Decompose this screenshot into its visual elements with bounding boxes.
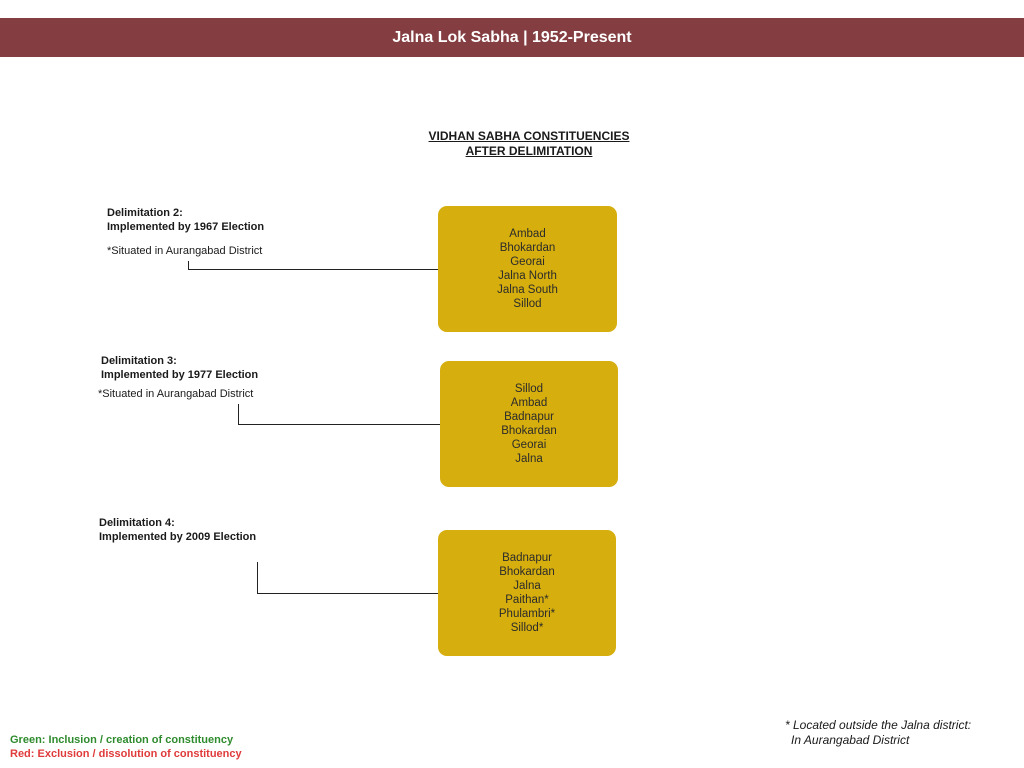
constituency-item: Jalna xyxy=(515,453,543,465)
constituency-item: Jalna xyxy=(513,580,541,592)
constituency-item: Paithan* xyxy=(505,594,549,606)
delimitation-3-label: Delimitation 3: Implemented by 1977 Elec… xyxy=(101,354,258,382)
constituency-item: Jalna North xyxy=(498,270,557,282)
constituency-item: Georai xyxy=(511,439,547,451)
constituency-item: Sillod* xyxy=(510,622,544,634)
constituency-item: Georai xyxy=(510,256,545,268)
delimitation-4-title: Delimitation 4: xyxy=(99,517,175,529)
delimitation-3-note-block: *Situated in Aurangabad District xyxy=(98,387,253,401)
legend-red-entry: Red: Exclusion / dissolution of constitu… xyxy=(10,748,242,760)
footnote-line1: * Located outside the Jalna district: xyxy=(785,718,972,732)
constituency-item: Ambad xyxy=(510,397,548,409)
delimitation-2-label: Delimitation 2: Implemented by 1967 Elec… xyxy=(107,206,264,258)
legend-green-entry: Green: Inclusion / creation of constitue… xyxy=(10,734,234,746)
page-title: Jalna Lok Sabha | 1952-Present xyxy=(0,18,1024,57)
constituency-item: Bhokardan xyxy=(501,425,557,437)
constituency-item: Bhokardan xyxy=(499,566,555,578)
delimitation-3-note: *Situated in Aurangabad District xyxy=(98,388,254,400)
footnote-line2: In Aurangabad District xyxy=(791,733,910,747)
constituency-item: Sillod xyxy=(514,383,544,395)
delimitation-2-constituency-box: Ambad Bhokardan Georai Jalna North Jalna… xyxy=(438,206,617,332)
delimitation-2-implemented: Implemented by 1967 Election xyxy=(107,221,265,233)
constituency-item: Sillod xyxy=(513,298,542,310)
delimitation-4-label: Delimitation 4: Implemented by 2009 Elec… xyxy=(99,516,256,544)
delimitation-2-connector xyxy=(188,261,439,270)
footnote: * Located outside the Jalna district: In… xyxy=(785,718,971,748)
delimitation-2-title: Delimitation 2: xyxy=(107,207,183,219)
delimitation-3-connector xyxy=(238,404,441,425)
constituency-item: Phulambri* xyxy=(498,608,556,620)
delimitation-4-connector xyxy=(257,562,439,594)
delimitation-2-note: *Situated in Aurangabad District xyxy=(107,245,263,257)
color-legend: Green: Inclusion / creation of constitue… xyxy=(10,733,242,761)
section-heading-line1: VIDHAN SABHA CONSTITUENCIES xyxy=(428,129,630,143)
delimitation-3-implemented: Implemented by 1977 Election xyxy=(101,369,259,381)
constituency-item: Badnapur xyxy=(504,411,554,423)
delimitation-3-constituency-box: Sillod Ambad Badnapur Bhokardan Georai J… xyxy=(440,361,618,487)
constituency-item: Bhokardan xyxy=(499,242,556,254)
delimitation-3-title: Delimitation 3: xyxy=(101,355,177,367)
delimitation-4-implemented: Implemented by 2009 Election xyxy=(99,531,257,543)
section-heading-line2: AFTER DELIMITATION xyxy=(465,144,593,158)
delimitation-4-constituency-box: Badnapur Bhokardan Jalna Paithan* Phulam… xyxy=(438,530,616,656)
section-heading: VIDHAN SABHA CONSTITUENCIES AFTER DELIMI… xyxy=(380,129,678,159)
constituency-item: Badnapur xyxy=(502,552,552,564)
constituency-item: Jalna South xyxy=(497,284,558,296)
constituency-item: Ambad xyxy=(509,228,546,240)
